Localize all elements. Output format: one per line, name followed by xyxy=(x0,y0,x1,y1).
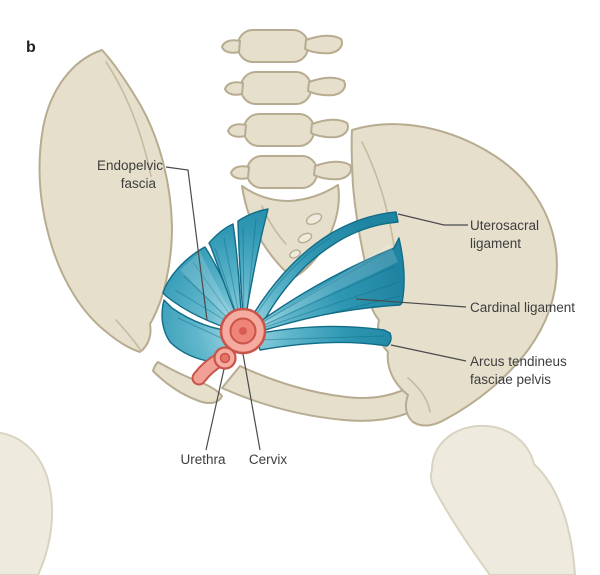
leader-urethra xyxy=(205,368,225,451)
right-acetabulum-line xyxy=(407,377,431,413)
organs xyxy=(191,307,267,386)
labels: b Endopelvic fascia Uterosacral ligament… xyxy=(26,39,575,467)
sacral-foramen xyxy=(305,213,323,225)
label-arcus-tendineus-line2: fasciae pelvis xyxy=(470,372,551,387)
leader-arcus-tendineus xyxy=(390,344,467,362)
leader-uterosacral-ligament xyxy=(397,213,468,226)
vertebra xyxy=(224,71,346,105)
fascia-lobe-upper-mid xyxy=(237,208,269,329)
left-hip-bone xyxy=(38,49,173,353)
label-arcus-tendineus-line1: Arcus tendineus xyxy=(470,354,567,369)
arcus-tendineus-band xyxy=(255,325,392,351)
left-femur-faded xyxy=(0,431,54,575)
fascia-lobe-upper-left xyxy=(208,223,243,331)
leader-cervix xyxy=(242,353,261,451)
urethra-inner xyxy=(219,352,231,364)
label-cardinal-ligament: Cardinal ligament xyxy=(470,300,575,315)
label-uterosacral-ligament-line2: ligament xyxy=(470,236,521,251)
cervix-center-dot xyxy=(239,327,247,335)
vertebra xyxy=(230,155,352,189)
label-cervix: Cervix xyxy=(249,452,288,467)
leader-endopelvic-fascia xyxy=(165,166,208,321)
sacral-foramen xyxy=(297,232,313,244)
label-uterosacral-ligament-line1: Uterosacral xyxy=(470,218,539,233)
fascia-highlight xyxy=(252,244,398,330)
left-acetabulum-line xyxy=(115,319,142,352)
right-femur-faded xyxy=(429,424,576,575)
fascia-highlight xyxy=(180,252,240,330)
vertebra xyxy=(221,29,343,63)
cardinal-ligament-fan xyxy=(250,237,405,335)
label-endopelvic-fascia-line2: fascia xyxy=(121,176,157,191)
sacral-foramen xyxy=(289,249,301,259)
leader-lines xyxy=(165,166,468,451)
left-iliac-crest-line xyxy=(105,61,152,177)
vertebra xyxy=(227,113,349,147)
label-endopelvic-fascia-line1: Endopelvic xyxy=(97,158,163,173)
pelvic-bones xyxy=(38,29,558,427)
label-urethra: Urethra xyxy=(180,452,226,467)
leader-cardinal-ligament xyxy=(355,298,467,308)
background-bones xyxy=(0,424,576,575)
panel-label: b xyxy=(26,39,36,56)
